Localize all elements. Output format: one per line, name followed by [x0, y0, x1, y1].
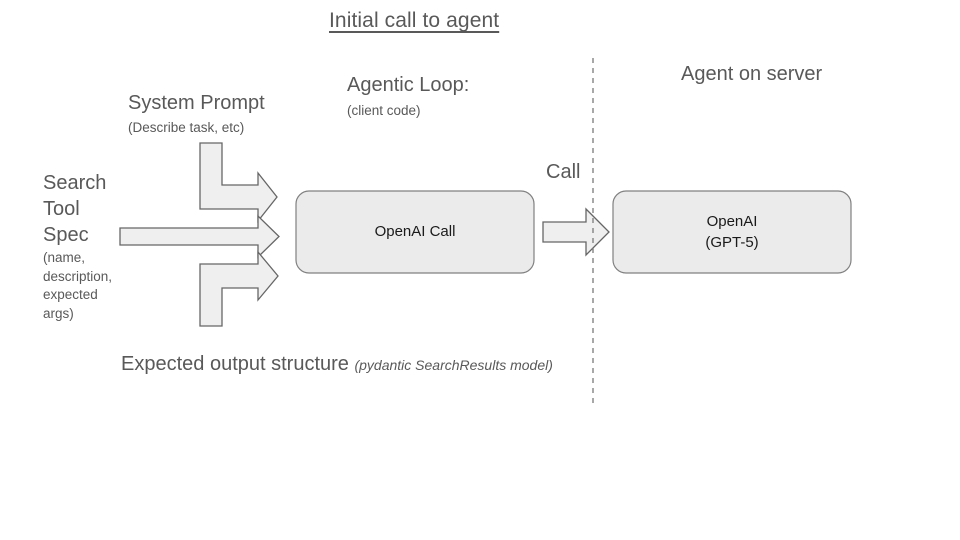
expected-output-label: Expected output structure (pydantic Sear…	[121, 350, 553, 379]
openai-call-box[interactable]	[295, 190, 535, 274]
call-label: Call	[546, 161, 581, 183]
system-prompt-label: System Prompt	[128, 92, 265, 114]
system-prompt-arrow	[199, 142, 278, 223]
expected-output-arrow	[199, 250, 279, 327]
call-arrow	[542, 207, 610, 257]
search-tool-spec-arrow	[119, 214, 280, 259]
agentic-loop-sublabel: (client code)	[347, 103, 421, 118]
expected-output-sublabel: (pydantic SearchResults model)	[354, 357, 553, 373]
system-prompt-sublabel: (Describe task, etc)	[128, 120, 245, 135]
agentic-loop-heading: Agentic Loop:	[347, 74, 470, 96]
openai-model-box[interactable]	[612, 190, 852, 274]
openai-call-box-label: OpenAI Call	[374, 223, 456, 240]
search-tool-spec-sublabel: (name, description, expected args)	[43, 250, 113, 321]
agent-on-server-heading: Agent on server	[681, 63, 823, 85]
diagram-title: Initial call to agent	[329, 9, 500, 32]
search-tool-spec-label: Search Tool Spec	[43, 172, 107, 246]
openai-model-box-label: OpenAI (GPT-5)	[705, 213, 759, 251]
expected-output-title: Expected output structure	[121, 353, 349, 375]
